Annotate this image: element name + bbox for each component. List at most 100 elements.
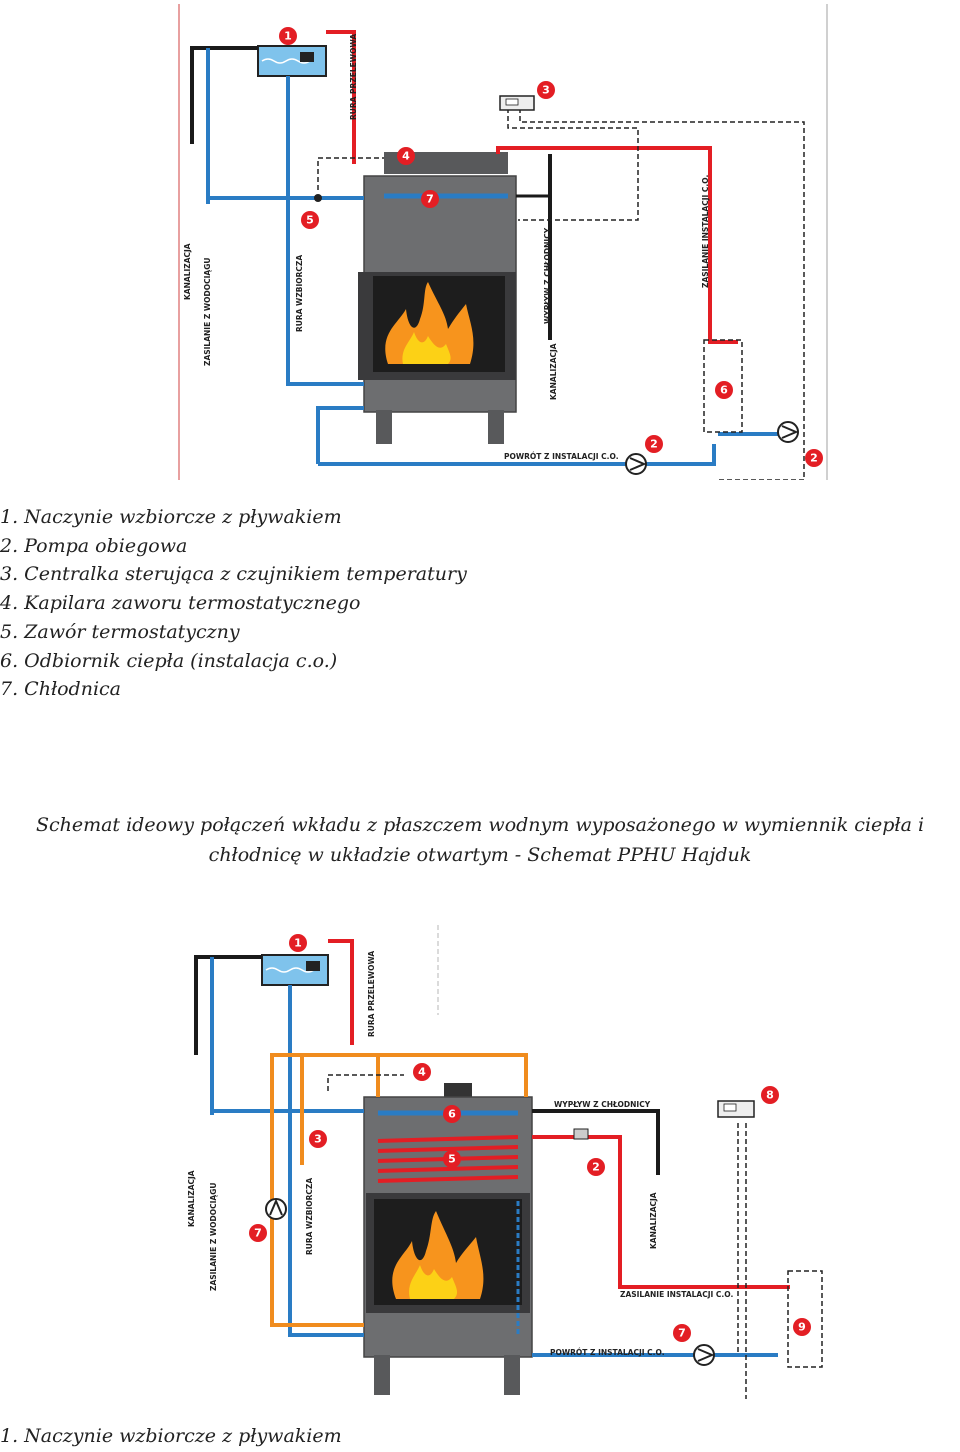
- pipe-powrot-instalacji: [318, 444, 716, 466]
- pump-icon: [625, 453, 647, 475]
- svg-text:7: 7: [678, 1327, 686, 1340]
- svg-text:5: 5: [448, 1153, 456, 1166]
- fire-flame-icon: [392, 1211, 484, 1299]
- valve-icon: [573, 1128, 589, 1140]
- capillary-line: [327, 1074, 404, 1091]
- heat-receiver-box: [703, 339, 743, 433]
- marker-4: 4: [397, 147, 415, 165]
- pipe-rura-wzbiorcza: [288, 985, 364, 1337]
- svg-text:4: 4: [418, 1066, 426, 1079]
- capillary-line: [317, 157, 384, 190]
- schematic-1-svg: RURA PRZELEWOWA KANALIZACJA ZASILANIE Z …: [178, 4, 828, 481]
- pump-icon: [693, 1344, 715, 1366]
- svg-text:1: 1: [294, 937, 302, 950]
- legend-item: 1. Naczynie wzbiorcze z pływakiem: [0, 1425, 342, 1447]
- fire-flame-icon: [385, 282, 474, 364]
- pump-icon: [265, 1198, 287, 1220]
- marker-7: 7: [421, 190, 439, 208]
- svg-text:4: 4: [402, 150, 410, 163]
- svg-text:6: 6: [720, 384, 728, 397]
- legend-item: 1. Naczynie wzbiorcze z pływakiem: [0, 506, 342, 528]
- label-kanalizacja-left: KANALIZACJA: [187, 1170, 196, 1227]
- marker-1: 1: [279, 27, 297, 45]
- label-rura-przelewowa: RURA PRZELEWOWA: [349, 34, 358, 120]
- schematic-2-svg: RURA PRZELEWOWA KANALIZACJA ZASILANIE Z …: [187, 925, 823, 1399]
- schematic-diagram-1: RURA PRZELEWOWA KANALIZACJA ZASILANIE Z …: [178, 4, 830, 481]
- legend-item: 5. Zawór termostatyczny: [0, 620, 240, 643]
- expansion-tank: [261, 954, 329, 986]
- label-kanalizacja-right: KANALIZACJA: [649, 1192, 658, 1249]
- marker-5: 5: [443, 1150, 461, 1168]
- thermostatic-valve-icon: [314, 194, 322, 202]
- pipe-rura-przelewowa: [328, 939, 354, 1045]
- marker-5: 5: [301, 211, 319, 229]
- pipe-rura-przelewowa: [326, 30, 356, 164]
- heat-receiver-box: [787, 1270, 823, 1368]
- caption-line-1: Schemat ideowy połączeń wkładu z płaszcz…: [35, 814, 925, 836]
- marker-6: 6: [715, 381, 733, 399]
- pipe-wyplyw-chlodnicy: [532, 1109, 660, 1175]
- legend-item: 2. Pompa obiegowa: [0, 534, 188, 557]
- pipe-kanalizacja-left: [190, 46, 258, 144]
- svg-text:2: 2: [592, 1161, 600, 1174]
- control-line-2: [519, 108, 805, 481]
- marker-2: 2: [587, 1158, 605, 1176]
- caption-line-2: chłodnicę w układzie otwartym - Schemat …: [208, 844, 752, 866]
- pipe-zasilanie-instalacji: [496, 146, 738, 344]
- marker-8: 8: [761, 1086, 779, 1104]
- legend-item: 6. Odbiornik ciepła (instalacja c.o.): [0, 649, 338, 672]
- svg-text:2: 2: [650, 438, 658, 451]
- marker-3: 3: [309, 1130, 327, 1148]
- pump-icon: [777, 421, 799, 443]
- svg-text:7: 7: [254, 1227, 262, 1240]
- marker-7: 7: [673, 1324, 691, 1342]
- schematic-diagram-2: RURA PRZELEWOWA KANALIZACJA ZASILANIE Z …: [178, 915, 830, 1399]
- label-wyplyw-chlodnicy: WYPŁYW Z CHŁODNICY: [554, 1100, 651, 1109]
- controller-box: [499, 95, 535, 111]
- marker-3: 3: [537, 81, 555, 99]
- label-zasilanie-instalacji: ZASILANIE INSTALACJI C.O.: [620, 1290, 733, 1299]
- label-rura-wzbiorcza: RURA WZBIORCZA: [305, 1178, 314, 1255]
- legend-list-2: 1. Naczynie wzbiorcze z pływakiem: [0, 1422, 960, 1450]
- label-zasilanie-wodociagu: ZASILANIE Z WODOCIĄGU: [209, 1183, 218, 1291]
- marker-7: 7: [249, 1224, 267, 1242]
- marker-4: 4: [413, 1063, 431, 1081]
- controller-box: [717, 1100, 755, 1118]
- label-rura-przelewowa: RURA PRZELEWOWA: [367, 951, 376, 1037]
- legend-list: 1. Naczynie wzbiorcze z pływakiem 2. Pom…: [0, 503, 960, 704]
- legend-item: 4. Kapilara zaworu termostatycznego: [0, 592, 361, 615]
- label-zasilanie-instalacji: ZASILANIE INSTALACJI C.O.: [701, 175, 710, 288]
- svg-text:8: 8: [766, 1089, 774, 1102]
- marker-6: 6: [443, 1105, 461, 1123]
- marker-1: 1: [289, 934, 307, 952]
- pipe-orange-supply: [270, 1053, 528, 1097]
- pipe-rura-wzbiorcza: [286, 76, 364, 386]
- stove-body: [363, 1083, 533, 1395]
- label-kanalizacja-left: KANALIZACJA: [183, 243, 192, 300]
- svg-text:6: 6: [448, 1108, 456, 1121]
- label-powrot-instalacji: POWRÓT Z INSTALACJI C.O.: [550, 1348, 665, 1357]
- svg-text:3: 3: [314, 1133, 322, 1146]
- svg-text:1: 1: [284, 30, 292, 43]
- expansion-tank: [257, 45, 327, 77]
- stove-body: [358, 152, 517, 444]
- control-line-1: [507, 108, 639, 221]
- label-rura-wzbiorcza: RURA WZBIORCZA: [295, 255, 304, 332]
- figure-caption: Schemat ideowy połączeń wkładu z płaszcz…: [0, 810, 960, 870]
- pipe-orange-return: [270, 1065, 364, 1327]
- marker-2: 2: [645, 435, 663, 453]
- pipe-zasilanie-instalacji: [532, 1135, 790, 1289]
- label-kanalizacja-right: KANALIZACJA: [549, 343, 558, 400]
- label-wyplyw-chlodnicy: WYPŁYW Z CHŁODNICY: [543, 227, 552, 324]
- svg-text:2: 2: [810, 452, 818, 465]
- legend-item: 7. Chłodnica: [0, 678, 121, 701]
- pipe-return-stove: [316, 406, 364, 464]
- pipe-kanalizacja-left: [194, 955, 262, 1055]
- marker-9: 9: [793, 1318, 811, 1336]
- svg-text:7: 7: [426, 193, 434, 206]
- marker-2: 2: [805, 449, 823, 467]
- svg-text:3: 3: [542, 84, 550, 97]
- svg-text:9: 9: [798, 1321, 806, 1334]
- label-powrot-instalacji: POWRÓT Z INSTALACJI C.O.: [504, 452, 619, 461]
- svg-text:5: 5: [306, 214, 314, 227]
